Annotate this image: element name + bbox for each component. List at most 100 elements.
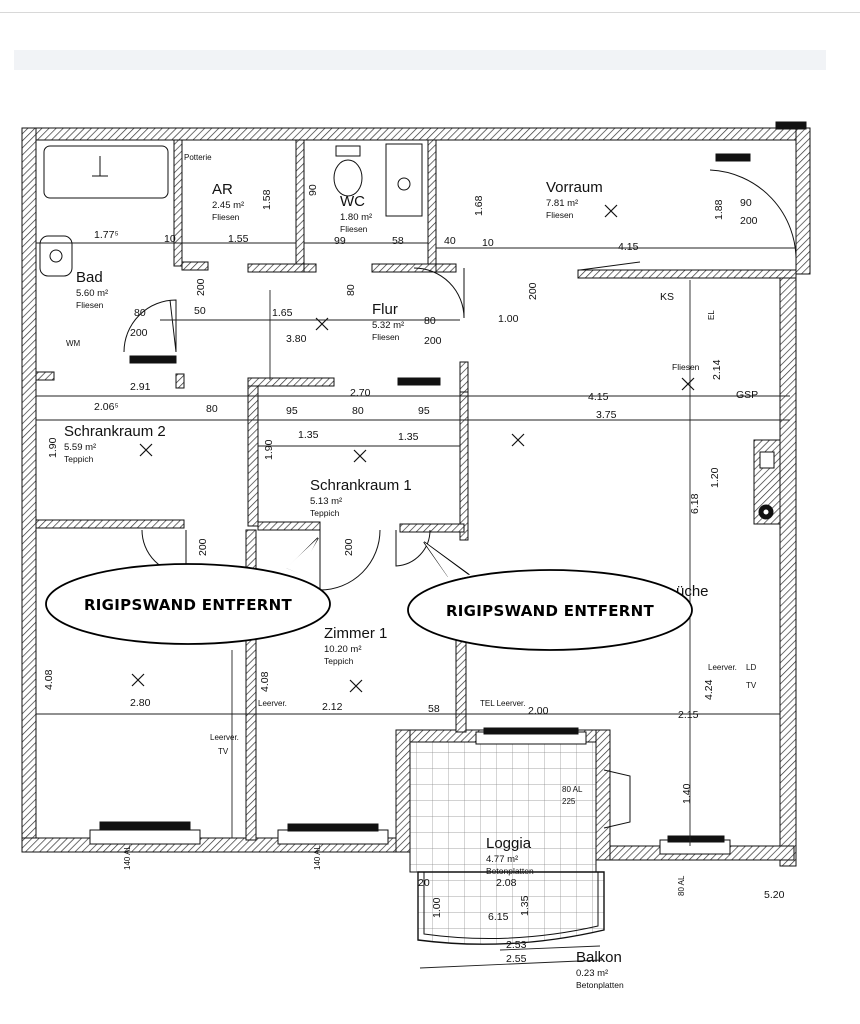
room-vorraum-floor: Fliesen <box>546 210 574 220</box>
tel-label: TEL Leerver. <box>480 699 526 708</box>
dim-label: 80 <box>206 403 218 415</box>
dim-label: 1.58 <box>261 189 273 210</box>
dim-label: 80 <box>345 284 357 296</box>
room-loggia-floor: Betonplatten <box>486 866 534 876</box>
dim-label: 1.55 <box>228 233 249 245</box>
el-label: EL <box>707 310 716 320</box>
dim-label: 90 <box>740 197 752 209</box>
wall-flur-right <box>459 361 469 393</box>
room-ar-name: AR <box>212 181 233 198</box>
loggia-wall-left <box>395 729 411 853</box>
dim-label: 6.18 <box>689 493 701 514</box>
dim-label: 90 <box>307 184 319 196</box>
room-loggia: Loggia 4.77 m² Betonplatten <box>486 835 534 876</box>
tv-label-2: TV <box>746 681 757 690</box>
dim-label: 2.06⁵ <box>94 401 119 413</box>
wall-zimmer-top-left <box>35 519 185 529</box>
outer-wall-left <box>21 127 37 853</box>
callout-right: RIGIPSWAND ENTFERNT <box>407 541 693 651</box>
dim-label: 200 <box>424 335 442 347</box>
wall-bad-bottom-a <box>35 371 55 381</box>
dim-label: 1.00 <box>498 313 519 325</box>
potterie-label: Potterie <box>184 153 212 162</box>
wall-schrank1-bottom-b <box>399 523 465 533</box>
room-zimmer1: Zimmer 1 10.20 m² Teppich <box>324 625 387 666</box>
wall-zimmer-divider <box>245 529 257 841</box>
dim-label: 80 <box>134 307 146 319</box>
sink-icon <box>39 235 73 277</box>
dim-label: 4.15 <box>618 241 639 253</box>
dim-label: 40 <box>444 235 456 247</box>
bathtub-icon <box>43 145 169 199</box>
dim-label: 10 <box>164 233 176 245</box>
room-zimmer1-name: Zimmer 1 <box>324 625 387 642</box>
room-bad-area: 5.60 m² <box>76 288 108 299</box>
dimension-lines <box>36 242 796 969</box>
dim-label: 58 <box>428 703 440 715</box>
windows <box>89 121 807 855</box>
dim-label: 1.90 <box>263 439 275 460</box>
room-wc-name: WC <box>340 193 365 210</box>
room-balkon: Balkon 0.23 m² Betonplatten <box>576 949 624 990</box>
room-wc-area: 1.80 m² <box>340 212 372 223</box>
room-schrankraum1-name: Schrankraum 1 <box>310 477 412 494</box>
outer-wall-right-upper <box>795 127 811 275</box>
dim-label: 1.88 <box>713 199 725 220</box>
room-bad-floor: Fliesen <box>76 300 104 310</box>
room-loggia-area: 4.77 m² <box>486 854 518 865</box>
room-kueche-floor: Fliesen <box>672 362 700 372</box>
dim-label: 2.00 <box>528 705 549 717</box>
window-label: 140 AL <box>313 845 322 870</box>
window-bad <box>129 355 177 364</box>
dim-label: 1.35 <box>398 431 419 443</box>
dim-label: 1.35 <box>519 895 531 916</box>
room-bad: Bad 5.60 m² Fliesen <box>76 269 108 310</box>
dim-label: 4.08 <box>259 671 271 692</box>
loggia-wall-right <box>595 729 611 861</box>
room-bad-name: Bad <box>76 269 103 286</box>
dim-label: 58 <box>392 235 404 247</box>
dim-label: 200 <box>343 538 355 556</box>
window-label: 80 AL <box>562 785 583 794</box>
wall-vorraum-bottom-a <box>435 263 457 273</box>
room-schrankraum2: Schrankraum 2 5.59 m² Teppich <box>64 423 166 464</box>
callout-left-text: RIGIPSWAND ENTFERNT <box>84 596 293 614</box>
top-divider <box>0 12 860 13</box>
room-zimmer1-floor: Teppich <box>324 656 354 666</box>
dim-label: 5.20 <box>764 889 785 901</box>
wall-ar-bottom-b <box>247 263 305 273</box>
room-schrankraum2-area: 5.59 m² <box>64 442 96 453</box>
dim-label: 2.91 <box>130 381 151 393</box>
dim-label: 2.12 <box>322 701 343 713</box>
callout-left: RIGIPSWAND ENTFERNT <box>45 537 331 645</box>
outer-wall-right-lower <box>779 273 797 867</box>
leerver-label-2: Leerver. <box>258 699 287 708</box>
dim-label: 2.70 <box>350 387 371 399</box>
room-ar: AR 2.45 m² Fliesen <box>212 181 244 222</box>
room-wc: WC 1.80 m² Fliesen <box>340 193 372 234</box>
dim-label: 50 <box>194 305 206 317</box>
callout-right-text: RIGIPSWAND ENTFERNT <box>446 602 655 620</box>
room-ar-floor: Fliesen <box>212 212 240 222</box>
dim-label: 200 <box>130 327 148 339</box>
outer-wall-top <box>21 127 811 141</box>
window-flur <box>397 377 441 386</box>
dim-label: 1.77⁵ <box>94 229 119 241</box>
wall-vorraum-bottom-b <box>577 269 797 279</box>
ceiling-light-markers <box>131 204 695 693</box>
window-vorraum <box>715 153 751 162</box>
dim-label: 2.14 <box>711 359 723 380</box>
room-flur-area: 5.32 m² <box>372 320 404 331</box>
room-balkon-floor: Betonplatten <box>576 980 624 990</box>
room-flur-floor: Fliesen <box>372 332 400 342</box>
dim-label: 200 <box>197 538 209 556</box>
wall-bad-ar <box>173 139 183 267</box>
room-schrankraum2-name: Schrankraum 2 <box>64 423 166 440</box>
dim-label: 1.68 <box>473 195 485 216</box>
tv-label: TV <box>218 747 229 756</box>
header-band <box>14 50 826 70</box>
room-zimmer1-area: 10.20 m² <box>324 644 362 655</box>
window-top-right <box>775 121 807 130</box>
dim-label: 2.08 <box>496 877 517 889</box>
